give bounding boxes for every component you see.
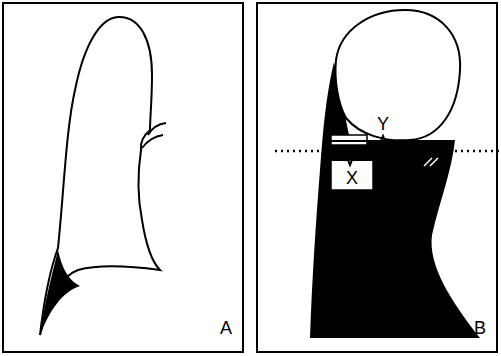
- lucent-region: [331, 160, 373, 190]
- panel-frame: [257, 3, 497, 352]
- panel-frame: [3, 3, 243, 352]
- costophrenic-fluid: [40, 250, 80, 335]
- dimension-bracket: [330, 155, 372, 165]
- aerated-lung: [335, 10, 460, 140]
- lung-outline: [40, 17, 160, 335]
- panel-label: X: [346, 169, 358, 187]
- hilum-mark: [148, 123, 166, 135]
- panel-label: Y: [377, 115, 389, 133]
- panel-label: B: [474, 319, 486, 337]
- hatch-mark: [424, 158, 438, 166]
- dotted-level-line: [275, 150, 500, 153]
- hilum-mark: [142, 135, 163, 148]
- panel-label: A: [220, 319, 232, 337]
- dimension-bracket: [330, 136, 436, 146]
